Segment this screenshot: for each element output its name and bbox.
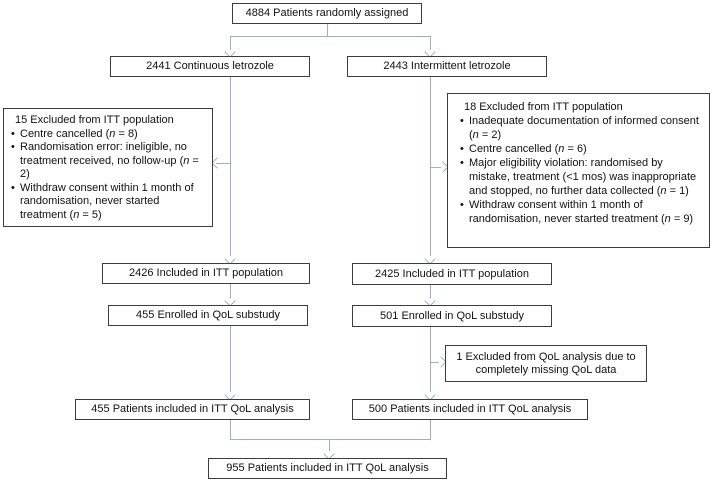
connector-merge-bar: [230, 439, 431, 440]
exclusion-bullet: Randomisation error: ineligible, no trea…: [11, 141, 206, 182]
connector-split-left-drop: [230, 36, 231, 50]
box-qol-itt-continuous: 455 Patients included in ITT QoL analysi…: [75, 399, 310, 420]
connector-merge-stem: [329, 439, 330, 451]
box-itt-continuous: 2426 Included in ITT population: [102, 263, 310, 284]
exclusion-bullet: Centre cancelled (n = 8): [11, 128, 206, 142]
connector-right-qol-trunk: [430, 327, 431, 392]
exclusion-title: 15 Excluded from ITT population: [15, 114, 174, 126]
connector-qol-exclusion-branch: [430, 362, 439, 363]
connector-split-bar: [230, 36, 431, 37]
arrowhead-left-icon: [211, 157, 223, 169]
bullet-icon: [11, 182, 20, 223]
exclusion-bullet: Withdraw consent within 1 month of rando…: [460, 198, 703, 226]
box-itt-intermittent: 2425 Included in ITT population: [352, 263, 552, 285]
box-continuous-arm: 2441 Continuous letrozole: [110, 56, 310, 77]
connector-left-qol-trunk: [230, 326, 231, 392]
box-randomly-assigned: 4884 Patients randomly assigned: [232, 3, 422, 24]
connector-merge-left-drop: [230, 420, 231, 440]
exclusion-bullet: Centre cancelled (n = 6): [460, 142, 703, 156]
exclusion-bullet: Withdraw consent within 1 month of rando…: [11, 182, 206, 223]
box-intermittent-arm: 2443 Intermittent letrozole: [347, 56, 547, 77]
exclusion-bullet: Major eligibility violation: randomised …: [460, 156, 703, 198]
connector-left-trunk: [230, 77, 231, 256]
bullet-icon: [11, 141, 20, 182]
box-excluded-continuous: 15 Excluded from ITT population Centre c…: [3, 108, 213, 227]
exclusion-title: 18 Excluded from ITT population: [464, 101, 623, 113]
box-qol-enrolled-intermittent: 501 Enrolled in QoL substudy: [352, 305, 552, 327]
connector-right-trunk: [430, 77, 431, 256]
box-qol-itt-total: 955 Patients included in ITT QoL analysi…: [208, 458, 447, 479]
box-qol-enrolled-continuous: 455 Enrolled in QoL substudy: [108, 305, 308, 326]
bullet-icon: [11, 128, 20, 142]
connector-top-stem: [327, 24, 328, 36]
box-qol-itt-intermittent: 500 Patients included in ITT QoL analysi…: [352, 399, 588, 420]
connector-split-right-drop: [430, 36, 431, 50]
connector-left-exclusion-branch: [216, 163, 230, 164]
exclusion-bullet: Inadequate documentation of informed con…: [460, 114, 703, 142]
bullet-icon: [460, 114, 469, 142]
connector-right-itt-qol: [430, 285, 431, 298]
bullet-icon: [460, 198, 469, 226]
box-excluded-intermittent: 18 Excluded from ITT population Inadequa…: [447, 93, 710, 248]
box-qol-excluded: 1 Excluded from QoL analysis due to comp…: [445, 345, 647, 382]
connector-right-exclusion-branch: [430, 167, 441, 168]
connector-left-itt-qol: [230, 284, 231, 298]
connector-merge-right-drop: [430, 420, 431, 440]
bullet-icon: [460, 156, 469, 198]
bullet-icon: [460, 142, 469, 156]
